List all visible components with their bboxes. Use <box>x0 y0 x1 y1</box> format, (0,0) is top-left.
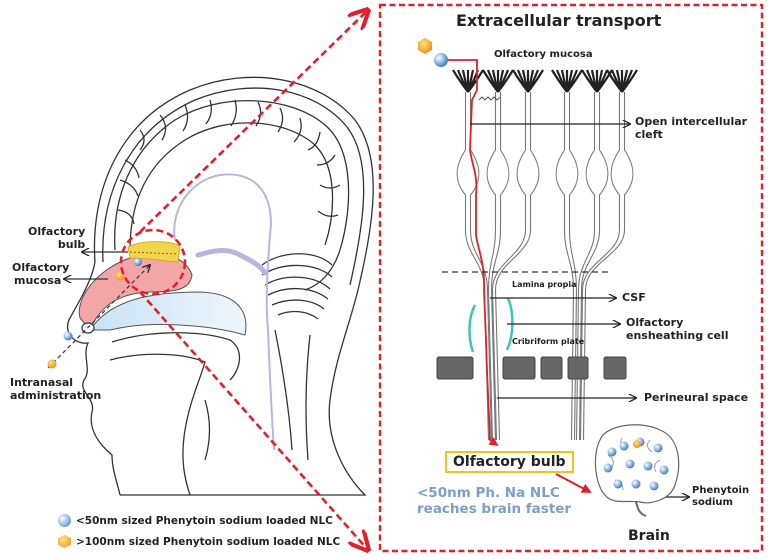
faster-note-line2: reaches brain faster <box>417 500 572 517</box>
cerebellum <box>261 253 333 320</box>
olfactory-neuron <box>491 69 544 441</box>
label-olfactory-mucosa-line1: Olfactory <box>12 261 70 274</box>
brain-nlc-particle <box>631 479 641 489</box>
orange-nlc-particle <box>47 359 57 369</box>
label-phenytoin-line2: sodium <box>692 496 733 508</box>
brain-nlc-particle <box>603 463 613 473</box>
olfactory-neuron <box>575 69 613 441</box>
label-olfactory-bulb-line1: Olfactory <box>28 225 86 238</box>
skull-inner <box>102 87 365 286</box>
brain-orange-nlc-particle <box>633 440 641 448</box>
orange-nlc-hexagon-icon <box>58 535 71 548</box>
brain-nlc-particle <box>619 441 629 451</box>
label-olfactory-ensheathing-cell: Olfactory ensheathing cell <box>626 316 729 342</box>
faster-note: <50nm Ph. Na NLC reaches brain faster <box>417 485 572 517</box>
brain-nlc-particle <box>607 447 617 457</box>
label-phenytoin-sodium: Phenytoin sodium <box>692 485 749 508</box>
brain-icon <box>594 424 680 517</box>
label-phenytoin-line1: Phenytoin <box>692 485 750 496</box>
label-olfactory-mucosa-line2: mucosa <box>14 273 62 287</box>
label-olfactory-bulb-line2: bulb <box>57 237 86 251</box>
cribriform-plate <box>436 356 627 380</box>
label-intranasal-line1: Intranasal <box>10 376 74 389</box>
blue-nlc-particle <box>63 331 73 341</box>
olfactory-bulb-box: Olfactory bulb <box>445 451 574 474</box>
zoom-circle <box>119 228 187 296</box>
blue-nlc-sphere-icon <box>58 514 71 527</box>
faster-note-line1: <50nm Ph. Na NLC <box>417 485 560 501</box>
brain-nlc-particle <box>649 481 659 491</box>
extracellular-transport-path <box>448 59 499 447</box>
orange-nlc-hexagon <box>418 38 432 54</box>
csf-pathway <box>173 173 275 451</box>
detail-panel-frame <box>378 3 764 553</box>
skull-outline <box>93 76 374 496</box>
zoom-line-bottom <box>139 291 368 550</box>
blue-nlc-particle <box>134 258 142 266</box>
brain-nlc-particle <box>643 461 653 471</box>
brain-nlc-particle <box>653 443 663 453</box>
label-open-cleft-line1: Open intercellular <box>635 115 748 128</box>
olfactory-neuron <box>452 69 493 441</box>
olfactory-neurons <box>452 69 638 441</box>
olfactory-neuron <box>482 69 514 441</box>
label-intranasal-administration: Intranasal administration <box>10 376 102 402</box>
brain-nlc-particle <box>613 479 623 489</box>
legend-item-small-nlc: <50nm sized Phenytoin sodium loaded NLC <box>58 514 333 527</box>
label-olfactory-mucosa: Olfactory mucosa <box>12 261 70 287</box>
label-csf: CSF <box>622 291 646 304</box>
tight-junction <box>478 96 501 101</box>
label-open-intercellular-cleft: Open intercellular cleft <box>635 115 748 141</box>
olfactory-neuron <box>579 69 638 441</box>
zoom-indicator <box>119 10 368 550</box>
label-olfactory-mucosa-detail: Olfactory mucosa <box>494 49 593 60</box>
label-brain: Brain <box>628 528 670 544</box>
face-profile <box>66 261 121 496</box>
label-ensheathing-line2: ensheathing cell <box>626 328 729 342</box>
intranasal-path-arrow <box>47 265 150 369</box>
label-lamina-propia: Lamina propia <box>512 280 577 289</box>
palate <box>89 291 247 336</box>
head-illustration <box>66 76 374 496</box>
label-ensheathing-line1: Olfactory <box>626 316 684 329</box>
legend-label-small-nlc: <50nm sized Phenytoin sodium loaded NLC <box>76 514 333 527</box>
to-brain-arrow <box>555 473 592 493</box>
nasal-cavity <box>78 253 193 331</box>
label-open-cleft-line2: cleft <box>635 127 663 141</box>
blue-nlc-sphere <box>434 53 448 67</box>
ensheathing-cell <box>468 304 477 353</box>
brain-cortex <box>114 100 350 291</box>
olfactory-bulb-region <box>127 241 181 263</box>
label-olfactory-bulb: Olfactory bulb <box>28 225 86 251</box>
panel-title: Extracellular transport <box>456 11 662 30</box>
olfactory-neuron <box>551 69 583 441</box>
label-cribriform-plate: Cribriform plate <box>512 337 585 346</box>
legend-item-large-nlc: >100nm sized Phenytoin sodium loaded NLC <box>58 535 340 548</box>
label-intranasal-line2: administration <box>10 388 102 402</box>
brain-nlc-particle <box>659 465 669 475</box>
brain-nlc-particle <box>625 459 635 469</box>
label-perineural-space: Perineural space <box>644 391 749 404</box>
legend-label-large-nlc: >100nm sized Phenytoin sodium loaded NLC <box>76 535 341 548</box>
zoom-line-top <box>139 10 368 233</box>
